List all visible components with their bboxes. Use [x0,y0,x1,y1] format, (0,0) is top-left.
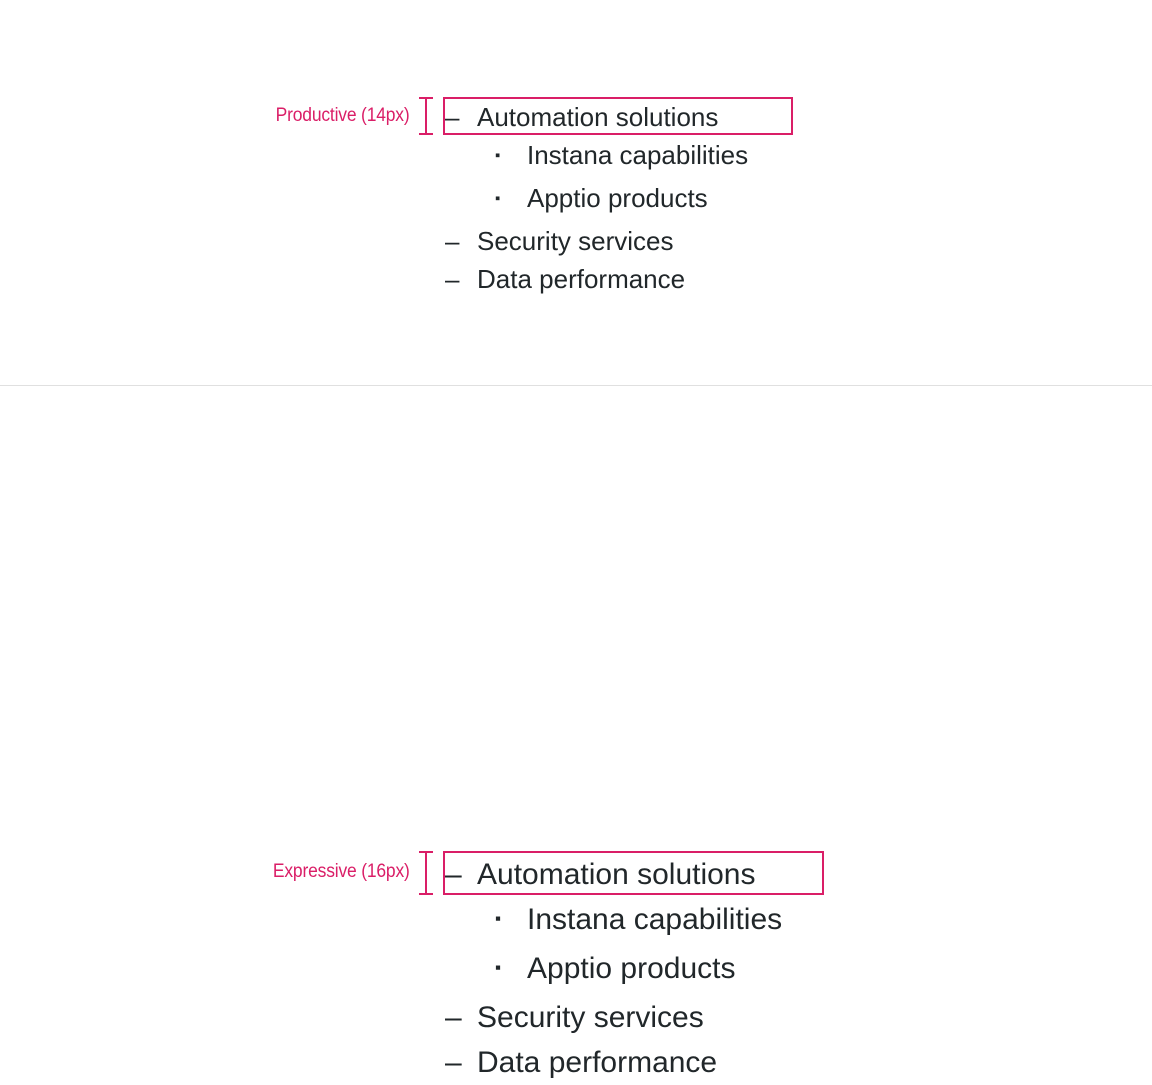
dash-marker-icon: – [445,226,460,256]
list-item: – Data performance [445,260,748,298]
list-item-label: Automation solutions [477,102,719,132]
list-item: – Automation solutions [445,98,748,136]
bracket-stem [425,851,427,895]
nested-list-expressive: – Automation solutions ▪ Instana capabil… [445,852,782,1085]
list-item-label: Apptio products [527,183,708,213]
dash-marker-icon: – [445,264,460,294]
list-item-label: Security services [477,1001,704,1034]
square-bullet-icon: ▪ [495,958,502,977]
list-item: – Security services [445,995,782,1040]
square-bullet-icon: ▪ [495,147,501,164]
square-bullet-icon: ▪ [495,190,501,207]
list-item: ▪ Instana capabilities [445,136,748,179]
dash-marker-icon: – [445,102,460,132]
list-item: ▪ Apptio products [445,946,782,995]
list-item: – Automation solutions [445,852,782,897]
measure-bracket-expressive [419,851,433,895]
list-item: ▪ Instana capabilities [445,897,782,946]
dash-marker-icon: – [445,858,462,891]
annotation-label-productive: Productive (14px) [276,105,410,126]
list-item: ▪ Apptio products [445,179,748,222]
bracket-stem [425,97,427,135]
bracket-cap-bottom [419,893,433,895]
list-item: – Security services [445,222,748,260]
dash-marker-icon: – [445,1046,462,1079]
specimen-productive: Productive (14px) – Automation solutions… [0,0,1152,385]
specimen-expressive: Expressive (16px) – Automation solutions… [0,386,1152,1079]
section-divider [0,385,1152,386]
nested-list-productive: – Automation solutions ▪ Instana capabil… [445,98,748,298]
list-item-label: Instana capabilities [527,140,749,170]
annotation-label-expressive: Expressive (16px) [273,861,410,882]
bracket-cap-bottom [419,133,433,135]
square-bullet-icon: ▪ [495,909,502,928]
list-item: – Data performance [445,1040,782,1085]
list-item-label: Instana capabilities [527,903,783,936]
list-item-label: Data performance [477,264,686,294]
measure-bracket-productive [419,97,433,135]
dash-marker-icon: – [445,1001,462,1034]
list-item-label: Data performance [477,1046,718,1079]
list-item-label: Apptio products [527,952,736,985]
list-item-label: Automation solutions [477,858,756,891]
list-item-label: Security services [477,226,674,256]
